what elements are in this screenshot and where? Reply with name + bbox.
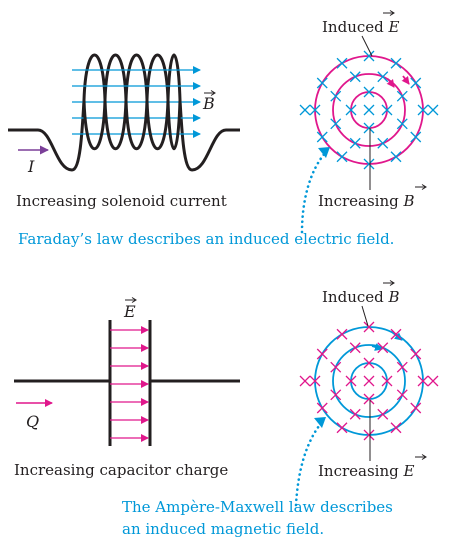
solenoid-wire [8,99,86,172]
b-field-into-page-marker [316,77,328,89]
svg-text:B: B [202,94,215,113]
b-field-into-page-marker [316,131,328,143]
e-field-into-page-marker [363,321,375,333]
solenoid-diagram: B I Increasing solenoid current [8,53,240,210]
b-field-into-page-marker [363,158,375,170]
induced-e-loop-middle [332,73,406,147]
svg-text:Increasing E: Increasing E [318,462,415,480]
increasing-e-label: Increasing E [318,400,427,480]
charge-label: Q [26,412,39,431]
e-field-into-page-marker [349,342,361,354]
b-field-into-page-marker [336,57,348,69]
b-field-into-page-marker [363,104,375,116]
e-field-into-page-marker [336,328,348,340]
svg-text:Induced E: Induced E [322,18,400,36]
e-field-into-page-marker [309,375,321,387]
b-field-into-page-marker [330,118,342,130]
b-field-into-page-marker [396,90,408,102]
induced-e-label: Induced E [322,10,400,57]
b-field-into-page-marker [330,90,342,102]
e-field-into-page-marker [377,408,389,420]
e-field-into-page-marker [427,375,439,387]
b-field-into-page-marker [363,86,375,98]
induced-e-direction-arrow [401,75,410,85]
capacitor-diagram: E Q Increasing capacitor charge [14,297,240,479]
e-field-into-page-marker [381,375,393,387]
e-field-into-page-marker [390,422,402,434]
b-field-into-page-marker [410,131,422,143]
svg-text:E: E [123,302,136,321]
capacitor-caption: Increasing capacitor charge [14,461,228,479]
ampere-maxwell-caption-line1: The Ampère-Maxwell law describes [122,498,393,516]
e-field-into-page-marker [316,348,328,360]
e-field-into-page-marker [345,375,357,387]
e-field-into-page-marker [349,408,361,420]
e-field-into-page-marker [330,389,342,401]
b-field-into-page-marker [390,57,402,69]
e-field-into-page-marker [299,375,311,387]
b-field-into-page-marker [377,71,389,83]
solenoid-caption: Increasing solenoid current [16,192,227,210]
e-field-into-page-marker [363,429,375,441]
b-field-into-page-marker [309,104,321,116]
b-field-into-page-marker [349,137,361,149]
ampere-maxwell-caption-line2: an induced magnetic field. [122,520,324,538]
induced-e-direction-arrow [386,78,395,88]
svg-text:Increasing B: Increasing B [318,192,415,210]
b-field-label: B [202,90,216,113]
induced-b-label: Induced B [322,280,400,327]
induced-b-direction-arrow [371,343,383,351]
e-field-into-page-marker [410,348,422,360]
b-field-into-page-marker [381,104,393,116]
b-field-into-page-marker [417,104,429,116]
b-field-into-page-marker [363,122,375,134]
b-field-into-page-marker [299,104,311,116]
e-field-into-page-marker [336,422,348,434]
solenoid-wire-exit [178,99,240,172]
svg-text:Induced B: Induced B [322,288,400,306]
b-field-into-page-marker [336,151,348,163]
e-field-crosses [299,321,439,441]
b-field-into-page-marker [345,104,357,116]
dotted-pointer [294,420,324,507]
e-field-into-page-marker [396,361,408,373]
faraday-caption: Faraday’s law describes an induced elect… [18,230,394,248]
e-field-into-page-marker [316,402,328,414]
e-field-into-page-marker [363,375,375,387]
induced-e-field-diagram: Induced E Increasing B Faraday’s law des… [18,10,439,248]
e-field-lines [110,326,149,442]
e-field-into-page-marker [410,402,422,414]
solenoid-coils-back [82,53,182,101]
e-field-into-page-marker [390,328,402,340]
e-field-into-page-marker [377,342,389,354]
b-field-into-page-marker [363,50,375,62]
e-field-into-page-marker [417,375,429,387]
dotted-pointer [300,150,328,234]
b-field-into-page-marker [427,104,439,116]
e-field-into-page-marker [396,389,408,401]
induced-b-field-diagram: Induced B Increasing E The Ampère-Maxwel… [122,280,439,538]
b-field-into-page-marker [390,151,402,163]
increasing-b-label: Increasing B [318,128,427,210]
induced-b-loop-middle [332,344,406,418]
e-field-into-page-marker [363,393,375,405]
b-field-crosses [299,50,439,170]
solenoid-coils-front [82,99,182,151]
e-field-into-page-marker [363,357,375,369]
b-field-into-page-marker [377,137,389,149]
b-field-into-page-marker [349,71,361,83]
b-field-into-page-marker [396,118,408,130]
e-field-label: E [123,297,137,321]
b-field-into-page-marker [410,77,422,89]
current-label: I [27,157,35,176]
e-field-into-page-marker [330,361,342,373]
